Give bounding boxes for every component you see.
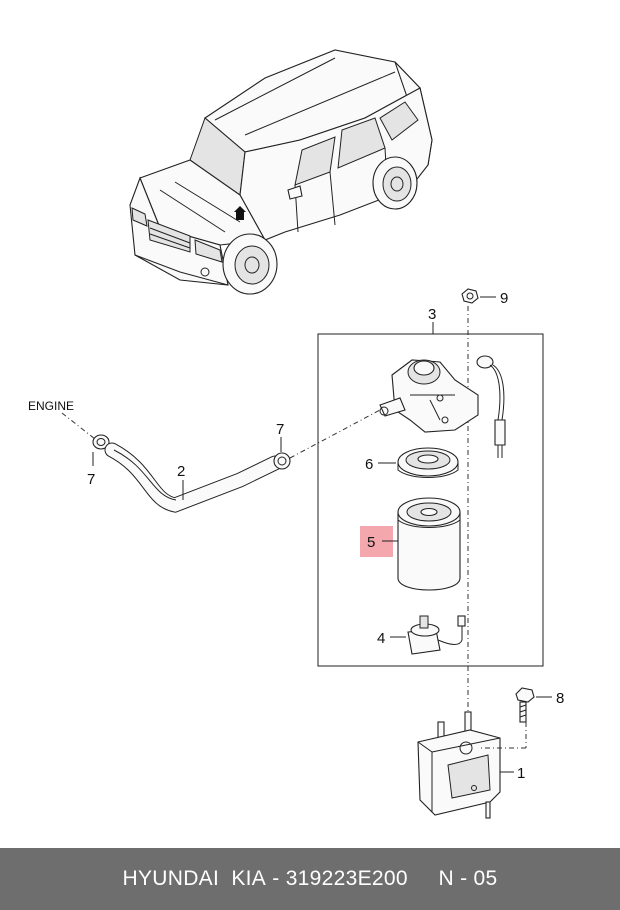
vehicle-illustration — [129, 49, 433, 295]
callout-7-left: 7 — [87, 471, 95, 488]
footer-brand: HYUNDAI KIA — [122, 867, 267, 890]
footer-separator: - — [266, 867, 286, 890]
footer-page: N - 05 — [438, 867, 498, 890]
filter-head — [379, 359, 479, 433]
sensor-wire — [476, 355, 506, 458]
part-6-seal — [397, 447, 459, 478]
callout-7-right: 7 — [276, 421, 284, 438]
callout-2: 2 — [177, 463, 185, 480]
callout-5: 5 — [367, 534, 375, 551]
parts-diagram: 9 3 6 — [28, 49, 564, 819]
callout-9: 9 — [500, 290, 508, 307]
engine-leader — [61, 412, 101, 444]
part-4-water-sensor — [407, 615, 466, 655]
callout-8: 8 — [556, 690, 564, 707]
part-9-nut — [461, 288, 496, 304]
callout-3: 3 — [428, 306, 436, 323]
part-5-fuel-filter — [397, 497, 461, 591]
part-8-bolt — [515, 687, 535, 723]
part-7-clamp-left — [92, 434, 110, 450]
engine-label: ENGINE — [28, 399, 74, 413]
footer-gap — [408, 867, 439, 891]
callout-1: 1 — [517, 765, 525, 782]
footer-bar: HYUNDAI KIA - 319223E200 N - 05 — [0, 848, 620, 910]
callout-6: 6 — [365, 456, 373, 473]
part-7-clamp-right — [273, 452, 291, 470]
footer-part-number: 319223E200 — [285, 867, 408, 890]
hose-to-head-leader — [289, 409, 381, 459]
callout-4: 4 — [377, 630, 385, 647]
part-1-bracket — [417, 711, 501, 819]
part-3-assembly-box — [317, 333, 544, 667]
